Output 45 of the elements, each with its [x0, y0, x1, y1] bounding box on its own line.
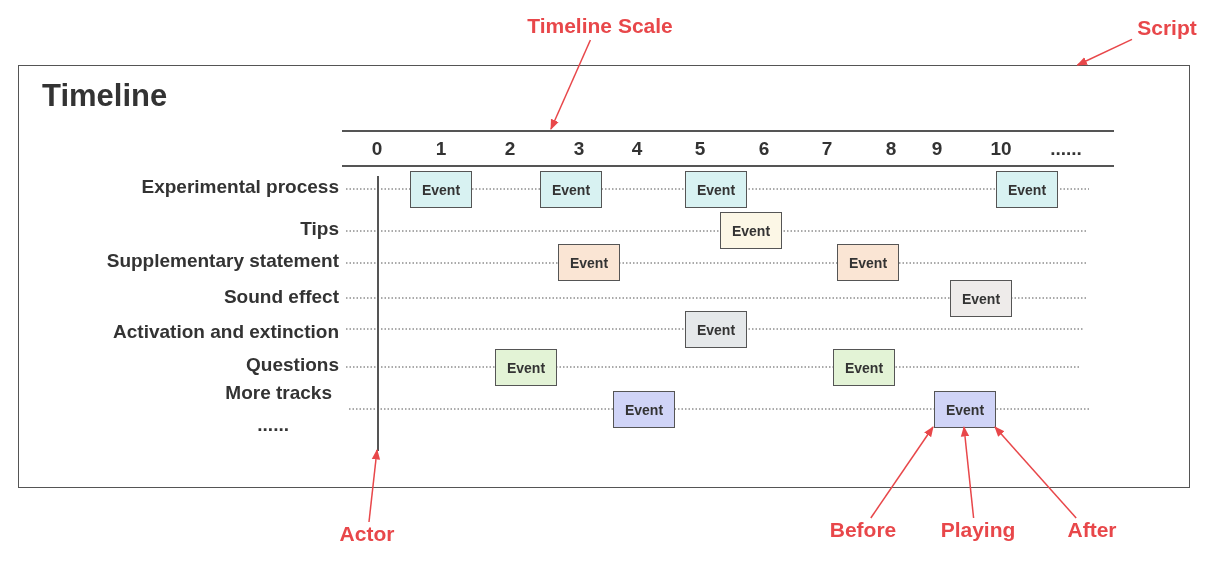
tick-label: 8	[885, 139, 897, 160]
callout-label: Actor	[334, 522, 400, 548]
track-label: Supplementary statement	[106, 251, 339, 272]
timeline-scale	[342, 130, 1114, 167]
event-block: Event	[950, 280, 1012, 317]
event-block: Event	[495, 349, 557, 386]
callout-label: Before	[824, 518, 902, 544]
tick-label: 9	[931, 139, 943, 160]
tick-label: 7	[821, 139, 833, 160]
callout-label: Script	[1132, 16, 1202, 42]
event-block: Event	[685, 171, 747, 208]
tick-label: 10	[990, 139, 1012, 160]
tick-label: 3	[573, 139, 585, 160]
leader-arrow	[1076, 38, 1133, 66]
tick-label: 1	[435, 139, 447, 160]
actor-line	[377, 176, 379, 451]
track-label: Questions	[246, 355, 339, 376]
callout-label: Playing	[934, 518, 1022, 544]
track-label: Tips	[300, 219, 339, 240]
callout-label: After	[1056, 518, 1128, 544]
event-block: Event	[540, 171, 602, 208]
tick-label: 0	[371, 139, 383, 160]
tick-label: 6	[758, 139, 770, 160]
leader-arrow	[368, 448, 381, 523]
tick-label: ......	[1050, 139, 1082, 160]
event-block: Event	[558, 244, 620, 281]
track-label: Experimental process	[141, 177, 339, 198]
leader-arrow	[870, 426, 934, 519]
event-block: Event	[613, 391, 675, 428]
tick-label: 4	[631, 139, 643, 160]
leader-arrow	[550, 39, 592, 130]
event-block: Event	[833, 349, 895, 386]
tick-label: 2	[504, 139, 516, 160]
leader-arrow	[960, 425, 975, 519]
event-block: Event	[720, 212, 782, 249]
tick-label: 5	[694, 139, 706, 160]
event-block: Event	[410, 171, 472, 208]
leader-arrow	[994, 426, 1077, 519]
event-block: Event	[685, 311, 747, 348]
script-frame	[18, 65, 1190, 488]
event-block: Event	[837, 244, 899, 281]
event-block: Event	[996, 171, 1058, 208]
timeline-heading: Timeline	[42, 78, 168, 114]
callout-label: Timeline Scale	[520, 14, 680, 40]
event-block: Event	[934, 391, 996, 428]
